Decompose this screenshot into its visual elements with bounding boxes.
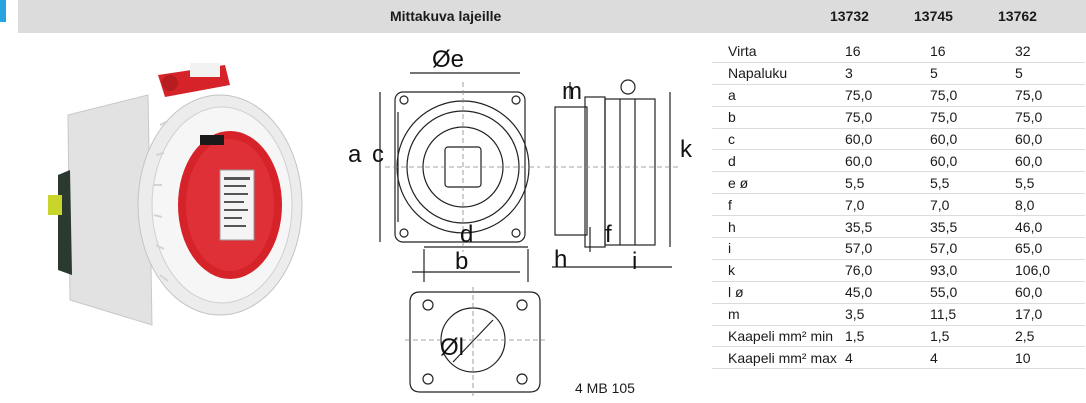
- row-label: b: [712, 106, 845, 129]
- row-value: 11,5: [930, 303, 1015, 326]
- dim-label-e: Øe: [432, 46, 464, 73]
- row-value: 93,0: [930, 259, 1015, 282]
- row-value: 75,0: [1015, 106, 1085, 129]
- dim-label-h: h: [554, 246, 567, 273]
- row-value: 65,0: [1015, 237, 1085, 260]
- row-value: 3,5: [845, 303, 930, 326]
- column-header-13745: 13745: [914, 8, 953, 24]
- dim-label-b: b: [455, 248, 468, 275]
- row-value: 60,0: [845, 128, 930, 151]
- row-value: 60,0: [1015, 281, 1085, 304]
- row-value: 60,0: [845, 149, 930, 173]
- row-label: a: [712, 84, 845, 107]
- dim-label-f: f: [605, 221, 612, 248]
- table-header: Mittakuva lajeille 13732 13745 13762: [18, 0, 1086, 33]
- row-value: 75,0: [845, 106, 930, 129]
- row-value: 17,0: [1015, 303, 1085, 326]
- row-value: 75,0: [845, 84, 930, 107]
- row-label: c: [712, 128, 845, 151]
- row-value: 5,5: [1015, 171, 1085, 195]
- row-value: 3: [845, 62, 930, 85]
- row-value: 106,0: [1015, 259, 1085, 282]
- row-value: 10: [1015, 346, 1085, 370]
- row-label: e ø: [712, 171, 845, 195]
- row-value: 7,0: [930, 193, 1015, 217]
- row-value: 45,0: [845, 281, 930, 304]
- row-label: Kaapeli mm² max: [712, 346, 845, 370]
- row-value: 16: [845, 41, 930, 63]
- row-value: 4: [930, 346, 1015, 370]
- row-value: 5: [1015, 62, 1085, 85]
- row-value: 32: [1015, 41, 1085, 63]
- row-label: l ø: [712, 281, 845, 304]
- row-label: d: [712, 149, 845, 173]
- row-value: 35,5: [930, 215, 1015, 239]
- row-value: 46,0: [1015, 215, 1085, 239]
- drawing-reference: 4 MB 105: [575, 380, 635, 396]
- row-value: 76,0: [845, 259, 930, 282]
- row-value: 57,0: [845, 237, 930, 260]
- column-header-13732: 13732: [830, 8, 869, 24]
- row-label: Napaluku: [712, 62, 845, 85]
- column-header-13762: 13762: [998, 8, 1037, 24]
- dim-label-a: a: [348, 141, 362, 168]
- socket-product-photo: [48, 63, 303, 326]
- header-title: Mittakuva lajeille: [390, 8, 502, 24]
- dim-label-i: i: [632, 248, 637, 275]
- row-value: 5: [930, 62, 1015, 85]
- row-value: 75,0: [930, 84, 1015, 107]
- row-value: 55,0: [930, 281, 1015, 304]
- row-value: 1,5: [845, 325, 930, 348]
- row-value: 75,0: [1015, 84, 1085, 107]
- dim-label-k: k: [680, 136, 693, 163]
- row-value: 75,0: [930, 106, 1015, 129]
- brand-accent-bar: [0, 0, 6, 22]
- dimension-drawing: Øe a c d b m k h f i Øl: [348, 46, 693, 397]
- row-value: 7,0: [845, 193, 930, 217]
- row-value: 8,0: [1015, 193, 1085, 217]
- row-value: 57,0: [930, 237, 1015, 260]
- row-value: 2,5: [1015, 325, 1085, 348]
- row-value: 60,0: [1015, 149, 1085, 173]
- row-label: f: [712, 193, 845, 217]
- row-value: 5,5: [930, 171, 1015, 195]
- dim-label-d: d: [460, 221, 473, 248]
- row-label: m: [712, 303, 845, 326]
- dim-label-l: Øl: [440, 334, 464, 361]
- row-label: i: [712, 237, 845, 260]
- row-value: 35,5: [845, 215, 930, 239]
- dim-label-m: m: [562, 78, 582, 105]
- row-label: k: [712, 259, 845, 282]
- row-value: 60,0: [930, 149, 1015, 173]
- row-value: 4: [845, 346, 930, 370]
- row-value: 16: [930, 41, 1015, 63]
- row-label: h: [712, 215, 845, 239]
- row-value: 1,5: [930, 325, 1015, 348]
- row-value: 60,0: [930, 128, 1015, 151]
- row-label: Kaapeli mm² min: [712, 325, 845, 348]
- row-value: 5,5: [845, 171, 930, 195]
- row-label: Virta: [712, 41, 845, 63]
- row-value: 60,0: [1015, 128, 1085, 151]
- dim-label-c: c: [372, 141, 384, 168]
